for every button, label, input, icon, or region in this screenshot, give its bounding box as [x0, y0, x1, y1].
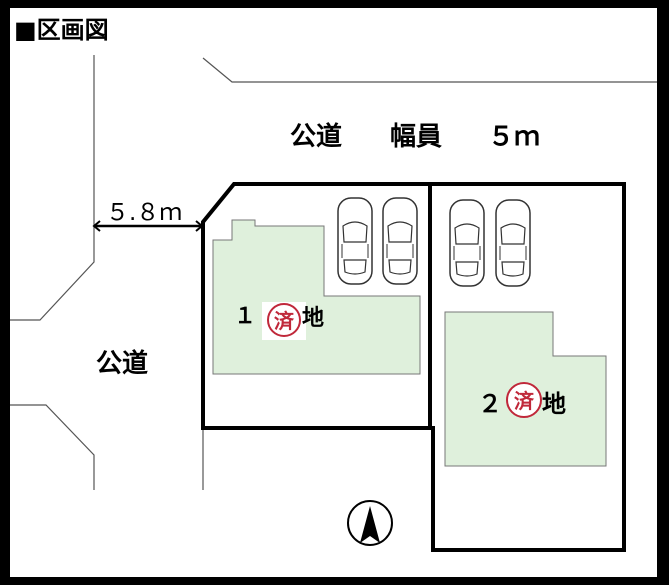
- car-icon: [337, 197, 373, 285]
- road-width-value: ５ｍ: [488, 122, 540, 152]
- road-lines: [10, 55, 657, 490]
- road-width-label: 幅員: [390, 122, 442, 152]
- lot-2-sold-seal: [506, 382, 542, 418]
- lot-1-number: １: [234, 304, 256, 329]
- car-icon: [382, 197, 418, 285]
- lot-2-number: ２: [478, 390, 502, 418]
- page-title: ■区画図: [14, 16, 109, 44]
- car-icon: [495, 199, 531, 287]
- lot-2-suffix: 地: [542, 390, 566, 418]
- north-arrow-icon: [347, 500, 393, 546]
- car-icon: [449, 199, 485, 287]
- road-left-label: 公道: [96, 348, 148, 379]
- road-top-label: 公道: [290, 121, 342, 152]
- dimension-label: ５.８ｍ: [106, 200, 182, 226]
- lot-2-stamp-text: 済: [514, 389, 535, 413]
- lot-1-stamp-text: 済: [274, 309, 295, 333]
- lot-1-stamp-bg: [262, 302, 306, 340]
- lot-1-sold-seal: [267, 303, 301, 337]
- lot-1-suffix: 地: [302, 306, 324, 331]
- parking-cars: [337, 197, 531, 287]
